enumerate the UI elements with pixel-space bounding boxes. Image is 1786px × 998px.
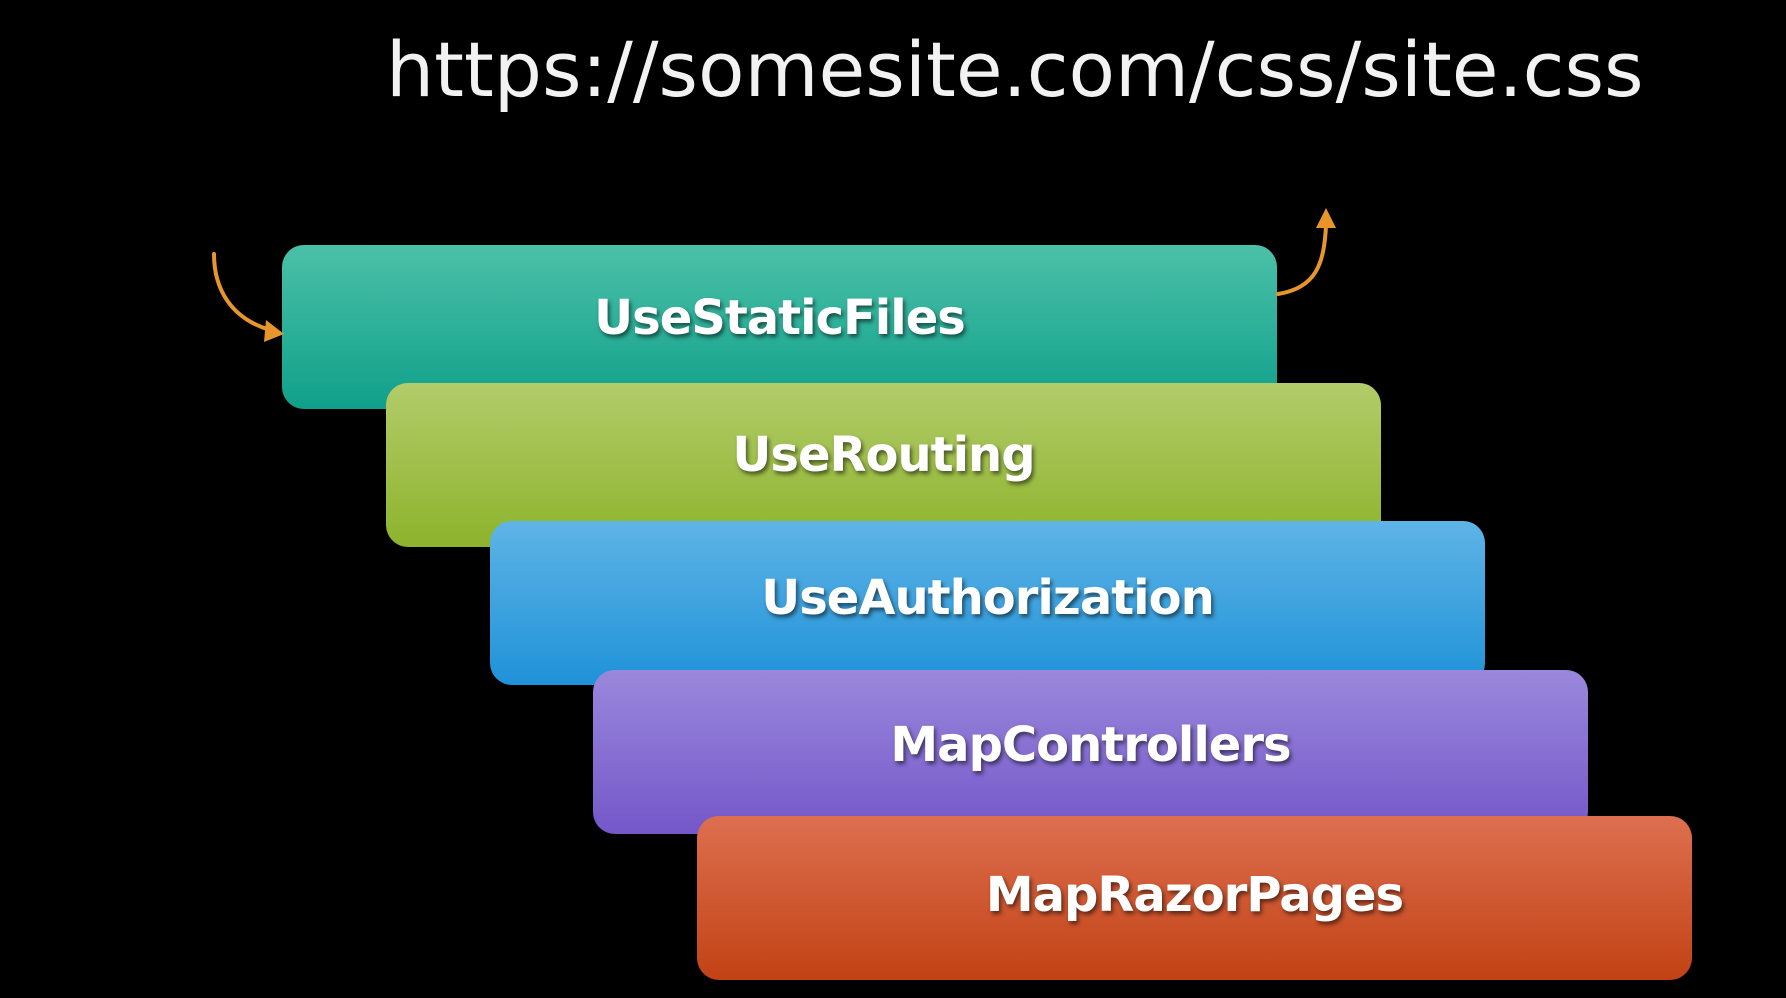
middleware-label: UseRouting (732, 427, 1035, 483)
curved-arrow-in-icon (212, 252, 284, 342)
middleware-layer-map-razor-pages: MapRazorPages (697, 816, 1692, 980)
middleware-layer-use-authorization: UseAuthorization (490, 521, 1485, 685)
middleware-label: UseAuthorization (761, 570, 1215, 626)
middleware-label: MapControllers (890, 717, 1291, 773)
curved-arrow-up-icon (1276, 208, 1336, 296)
middleware-layer-use-routing: UseRouting (386, 383, 1381, 547)
middleware-label: UseStaticFiles (594, 290, 966, 346)
request-url-title: https://somesite.com/css/site.css (386, 25, 1644, 114)
middleware-label: MapRazorPages (985, 867, 1404, 923)
middleware-layer-map-controllers: MapControllers (593, 670, 1588, 834)
middleware-layer-use-static-files: UseStaticFiles (282, 245, 1277, 409)
